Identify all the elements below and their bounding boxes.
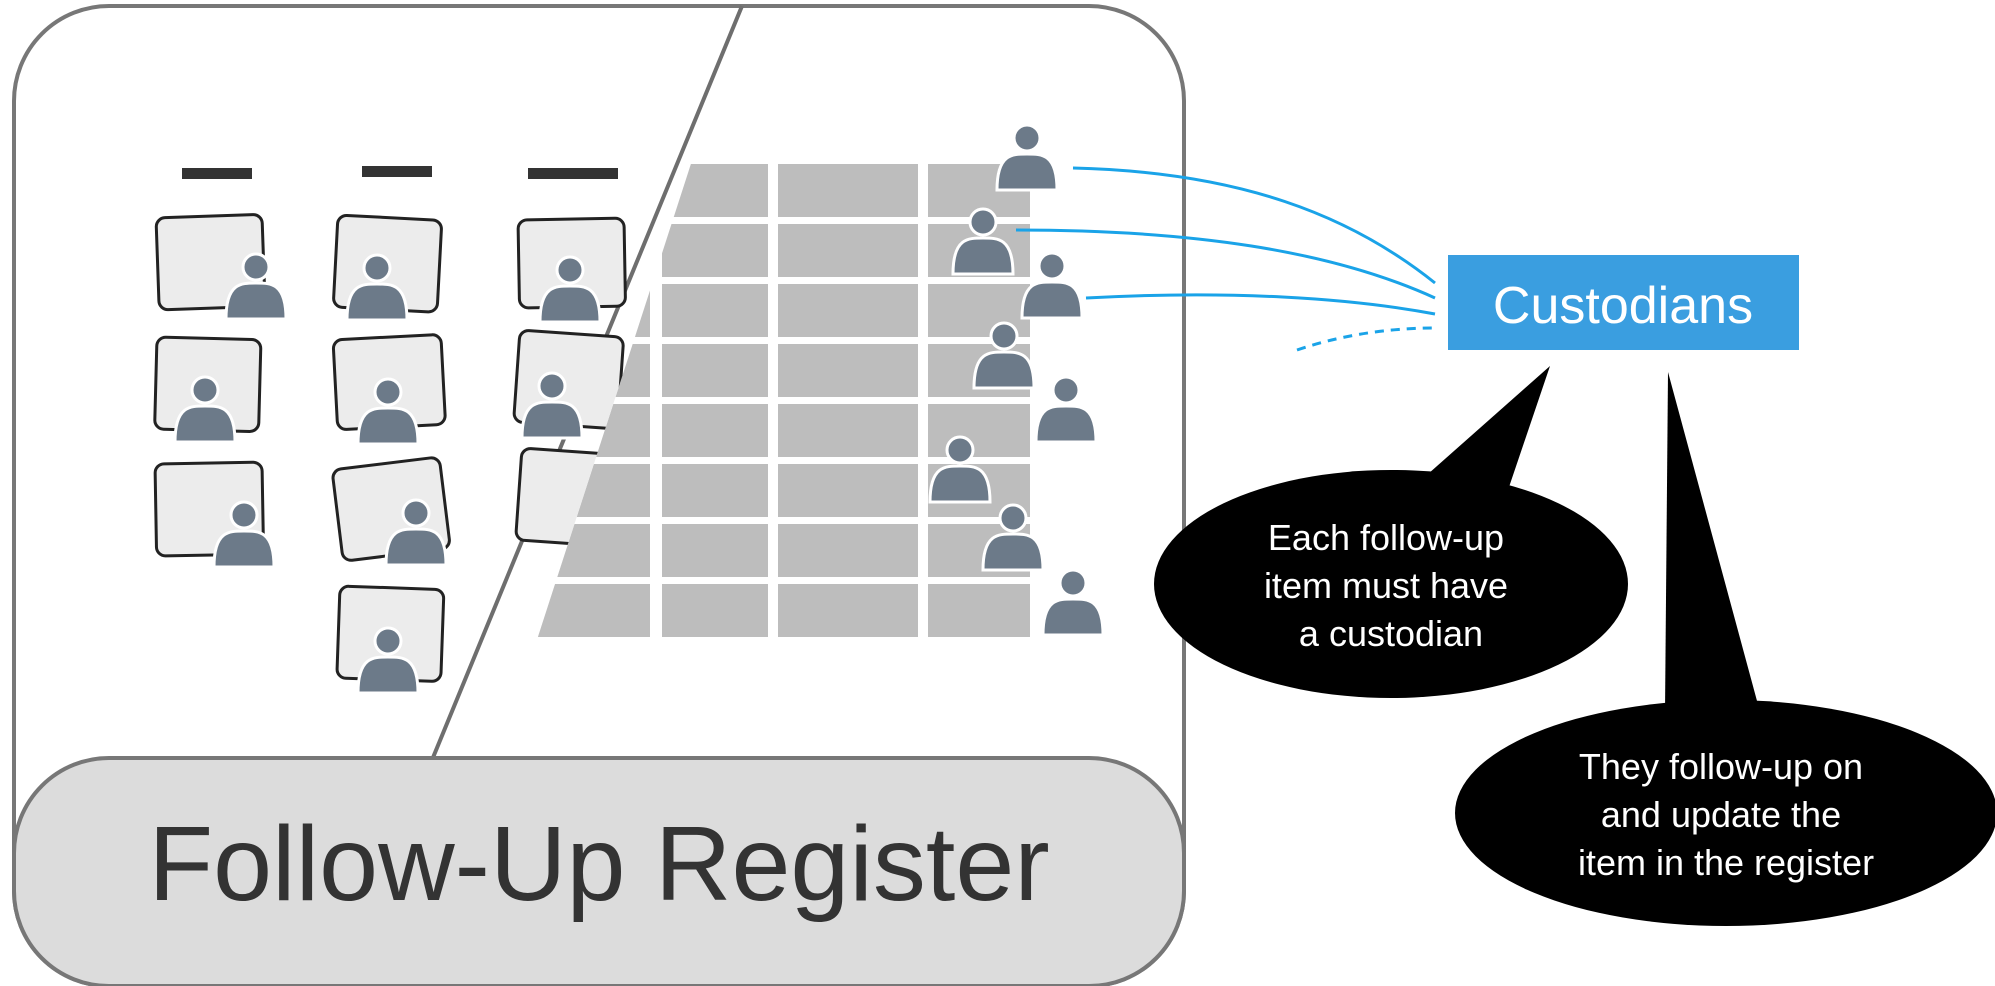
register-cell (778, 284, 918, 337)
register-cell (778, 524, 918, 577)
register-cell (928, 584, 1030, 637)
register-cell (778, 224, 918, 277)
register-cell (662, 284, 768, 337)
register-cell (778, 344, 918, 397)
register-cell (662, 344, 768, 397)
callout-custodian-required: Each follow-up item must have a custodia… (1154, 366, 1628, 698)
register-cell (778, 404, 918, 457)
register-cell (778, 164, 918, 217)
register-cell (662, 224, 768, 277)
column-bar (528, 168, 618, 179)
callout-text: Each follow-up item must have a custodia… (1264, 517, 1518, 654)
callout-line: a custodian (1299, 613, 1483, 654)
callout-line: They follow-up on (1579, 746, 1863, 787)
callout-text: They follow-up on and update the item in… (1578, 746, 1874, 883)
custodians-box: Custodians (1448, 255, 1799, 350)
callout-line: item must have (1264, 565, 1508, 606)
connector-lines (1015, 166, 1436, 352)
register-cell (662, 584, 768, 637)
register-cell (662, 464, 768, 517)
register-title-band: Follow-Up Register (12, 756, 1186, 986)
connector-line (1015, 228, 1436, 300)
connector-line-pending (1296, 326, 1436, 352)
callout-line: and update the (1601, 794, 1841, 835)
register-cell (778, 464, 918, 517)
register-cell (662, 404, 768, 457)
register-title: Follow-Up Register (148, 805, 1049, 923)
callout-line: item in the register (1578, 842, 1874, 883)
register-cell (662, 524, 768, 577)
custodians-label: Custodians (1493, 277, 1753, 335)
register-cell (928, 404, 1030, 457)
connector-line (1085, 293, 1436, 316)
connector-line (1072, 166, 1436, 285)
register-cell (778, 584, 918, 637)
callout-custodian-updates: They follow-up on and update the item in… (1455, 372, 1995, 926)
callout-line: Each follow-up (1268, 517, 1504, 558)
column-bar (362, 166, 432, 177)
column-bar (182, 168, 252, 179)
